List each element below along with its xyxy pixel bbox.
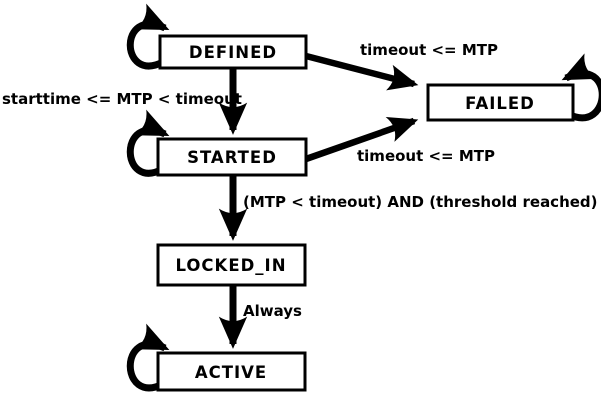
state-locked-in xyxy=(156,243,307,287)
self-loop-arrow-defined xyxy=(126,3,170,70)
transition-label-defined-failed: timeout <= MTP xyxy=(360,41,498,59)
transition-label-defined-started: starttime <= MTP < timeout xyxy=(2,90,242,108)
state-active xyxy=(156,351,307,392)
transition-label-started-locked-in: (MTP < timeout) AND (threshold reached) xyxy=(243,193,598,211)
state-label-defined: DEFINED xyxy=(189,43,277,62)
self-loop-arrow-failed xyxy=(561,53,601,122)
state-label-active: ACTIVE xyxy=(195,363,267,382)
state-label-started: STARTED xyxy=(187,148,277,167)
transition-label-locked-in-active: Always xyxy=(243,302,302,320)
arrow-defined-to-failed xyxy=(305,52,419,91)
state-label-failed: FAILED xyxy=(465,94,535,113)
state-started xyxy=(156,137,308,177)
state-failed xyxy=(426,83,575,122)
self-loop-arrow-started xyxy=(126,109,170,177)
state-label-locked-in: LOCKED_IN xyxy=(175,256,286,275)
arrow-started-to-failed xyxy=(304,117,419,163)
self-loop-arrow-active xyxy=(126,323,170,392)
state-defined xyxy=(158,34,308,70)
transition-label-started-failed: timeout <= MTP xyxy=(357,147,495,165)
